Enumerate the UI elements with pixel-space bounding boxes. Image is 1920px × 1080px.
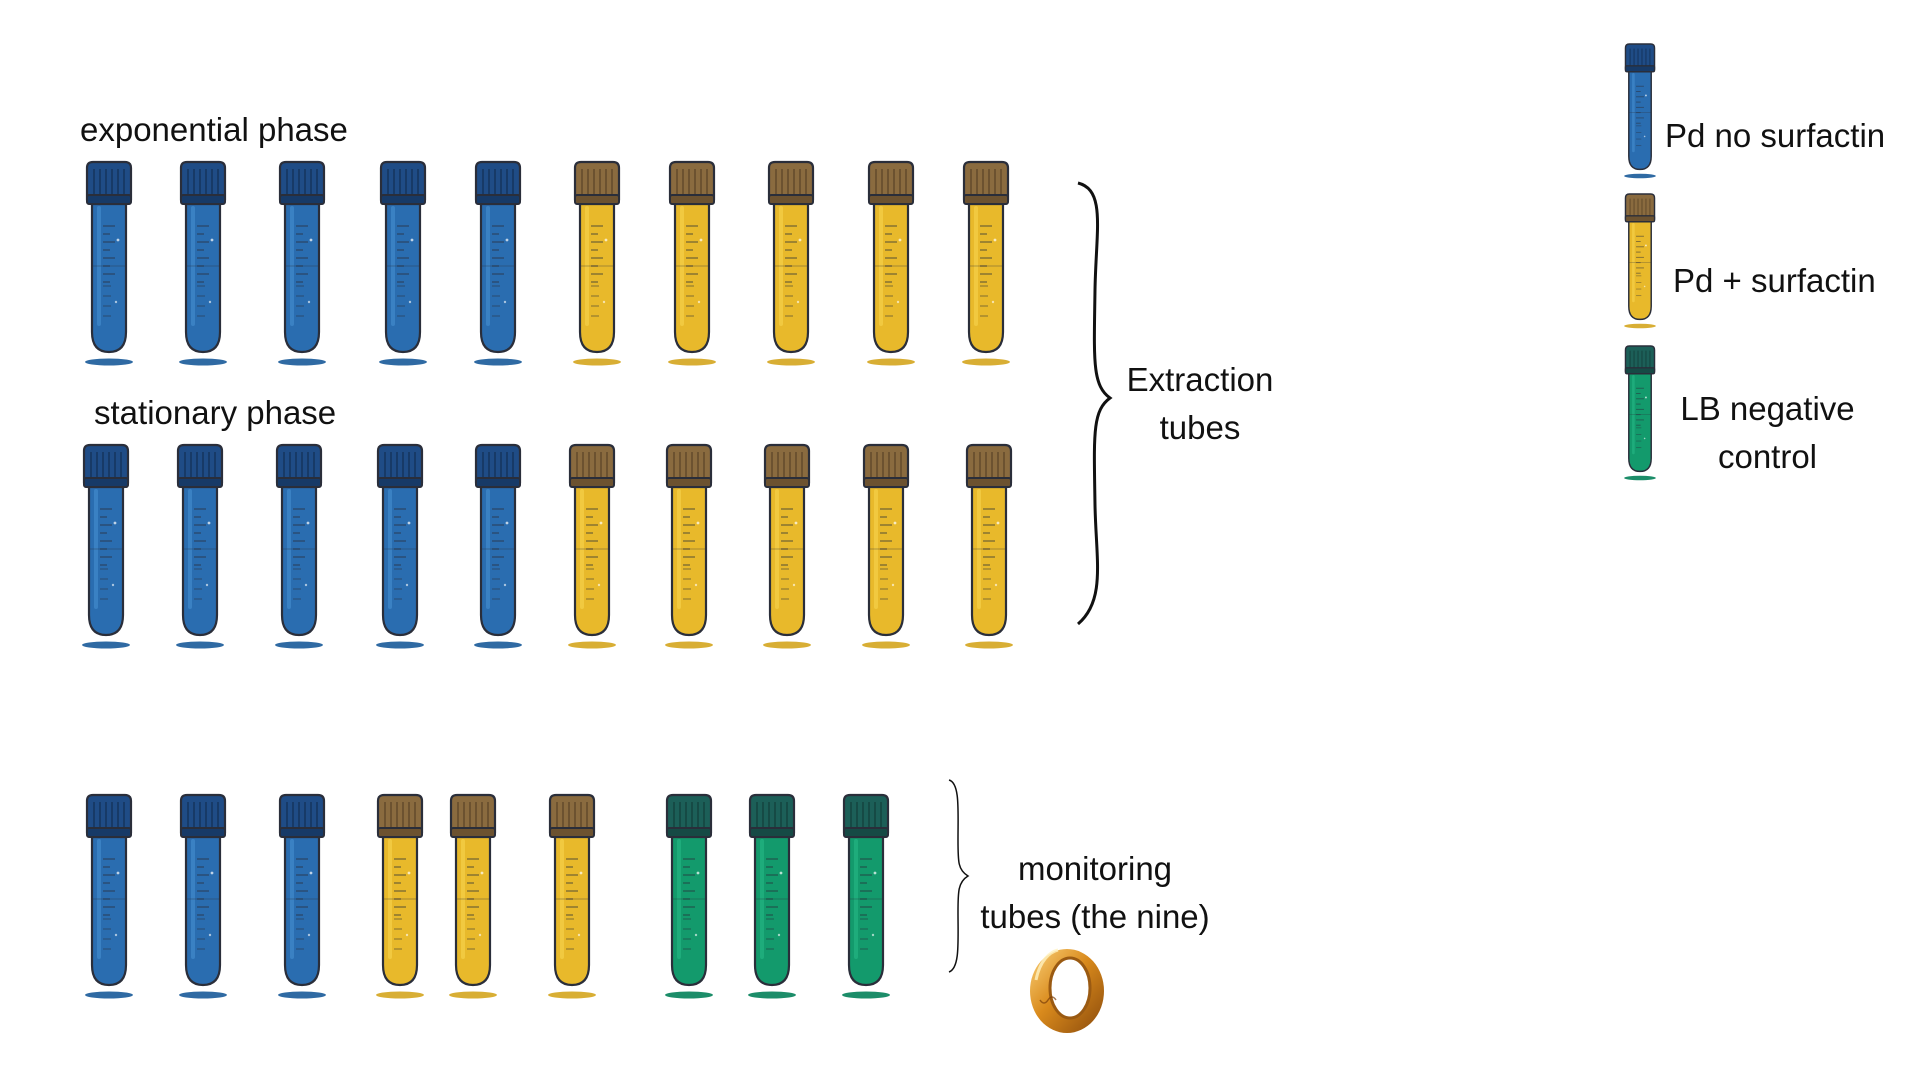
blue-tube	[85, 793, 133, 999]
blue-tube	[278, 160, 326, 366]
stationary-phase-label: stationary phase	[94, 394, 337, 431]
yellow-tube	[548, 793, 596, 999]
yellow-tube	[568, 443, 616, 649]
tube-shadow	[573, 358, 621, 366]
blue-tube	[179, 793, 227, 999]
tube-shadow	[179, 358, 227, 366]
legend-label-green-line1: LB negative	[1680, 390, 1855, 427]
tube-shadow	[1624, 475, 1656, 481]
yellow-tube	[767, 160, 815, 366]
yellow-tube	[668, 160, 716, 366]
legend-label-green-line2: control	[1717, 438, 1818, 475]
tube-shadow	[965, 641, 1013, 649]
stationary-phase-row	[82, 443, 1013, 649]
legend-tubes	[1624, 43, 1656, 481]
blue-tube	[474, 443, 522, 649]
tube-shadow	[278, 358, 326, 366]
tube-shadow	[379, 358, 427, 366]
blue-tube	[275, 443, 323, 649]
green-tube	[842, 793, 890, 999]
green-tube	[665, 793, 713, 999]
monitoring-row	[85, 793, 890, 999]
tube-shadow	[867, 358, 915, 366]
tube-shadow	[1624, 323, 1656, 329]
extraction-label-line2: tubes	[1159, 409, 1241, 446]
extraction-label-line1: Extraction	[1126, 361, 1274, 398]
legend-label-green: LB negative control	[1650, 385, 1885, 481]
tube-shadow	[568, 641, 616, 649]
blue-tube	[176, 443, 224, 649]
yellow-tube	[376, 793, 424, 999]
tube-shadow	[85, 358, 133, 366]
tube-shadow	[1624, 173, 1656, 179]
green-tube	[1624, 345, 1656, 481]
tube-shadow	[179, 991, 227, 999]
tube-shadow	[278, 991, 326, 999]
yellow-tube	[1624, 193, 1656, 329]
yellow-tube	[573, 160, 621, 366]
tube-shadow	[665, 641, 713, 649]
yellow-tube	[665, 443, 713, 649]
legend-label-yellow: Pd + surfactin	[1673, 262, 1876, 299]
legend-label-blue: Pd no surfactin	[1665, 117, 1886, 154]
tube-shadow	[275, 641, 323, 649]
blue-tube	[376, 443, 424, 649]
tube-shadow	[668, 358, 716, 366]
blue-tube	[379, 160, 427, 366]
tube-shadow	[962, 358, 1010, 366]
tube-shadow	[85, 991, 133, 999]
blue-tube	[179, 160, 227, 366]
tube-shadow	[862, 641, 910, 649]
tube-shadow	[842, 991, 890, 999]
ring-of-power-icon	[1030, 948, 1104, 1033]
tube-shadow	[474, 358, 522, 366]
yellow-tube	[867, 160, 915, 366]
green-tube	[748, 793, 796, 999]
yellow-tube	[449, 793, 497, 999]
tube-shadow	[748, 991, 796, 999]
tube-shadow	[376, 991, 424, 999]
tube-shadow	[176, 641, 224, 649]
exponential-phase-label: exponential phase	[80, 111, 348, 148]
blue-tube	[82, 443, 130, 649]
tube-shadow	[763, 641, 811, 649]
tube-shadow	[376, 641, 424, 649]
blue-tube	[1624, 43, 1656, 179]
tube-shadow	[449, 991, 497, 999]
tube-shadow	[767, 358, 815, 366]
tube-shadow	[665, 991, 713, 999]
blue-tube	[474, 160, 522, 366]
exponential-phase-row	[85, 160, 1010, 366]
yellow-tube	[862, 443, 910, 649]
extraction-tubes-label: Extraction tubes	[1115, 356, 1285, 452]
blue-tube	[278, 793, 326, 999]
extraction-brace	[1077, 181, 1113, 626]
monitoring-label-line2: tubes (the nine)	[980, 898, 1210, 935]
yellow-tube	[763, 443, 811, 649]
blue-tube	[85, 160, 133, 366]
tube-shadow	[82, 641, 130, 649]
tube-shadow	[548, 991, 596, 999]
monitoring-label-line1: monitoring	[1017, 850, 1173, 887]
monitoring-brace	[948, 779, 970, 973]
monitoring-tubes-label: monitoring tubes (the nine)	[970, 845, 1220, 941]
yellow-tube	[962, 160, 1010, 366]
yellow-tube	[965, 443, 1013, 649]
tube-shadow	[474, 641, 522, 649]
